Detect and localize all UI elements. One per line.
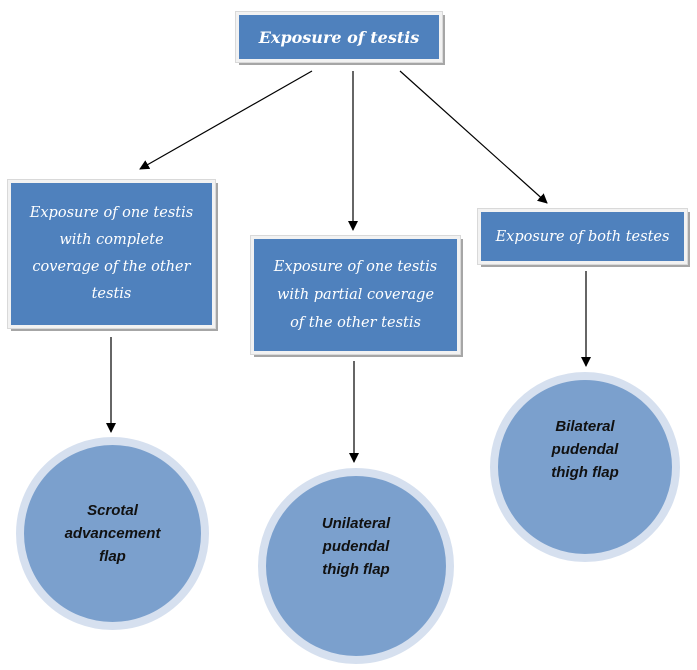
result-label-line: thigh flap <box>322 560 390 578</box>
category-node-complete-coverage: Exposure of one testis with complete cov… <box>7 179 216 329</box>
result-node-unilateral-pudendal-thigh-flap: Unilateral pudendal thigh flap <box>258 468 454 664</box>
arrow-root-to-right <box>399 70 548 204</box>
root-node-exposure-of-testis: Exposure of testis <box>235 11 443 63</box>
result-node-bilateral-pudendal-thigh-flap: Bilateral pudendal thigh flap <box>490 372 680 562</box>
result-label-line: thigh flap <box>551 463 619 481</box>
node-label-line: Exposure of both testes <box>495 228 670 245</box>
result-label-line: pudendal <box>322 537 390 555</box>
node-label-line: coverage of the other <box>32 259 191 275</box>
category-node-both-testes: Exposure of both testes <box>477 208 688 265</box>
node-label-line: Exposure of one testis <box>273 259 438 275</box>
node-label-line: with complete <box>59 232 164 248</box>
arrow-root-to-left <box>139 70 313 170</box>
result-label-line: Scrotal <box>87 502 138 519</box>
result-node-scrotal-advancement-flap: Scrotal advancement flap <box>16 437 209 630</box>
node-label-line: of the other testis <box>290 315 421 331</box>
node-label-line: Exposure of one testis <box>29 205 194 221</box>
root-node-label: Exposure of testis <box>258 27 420 47</box>
node-label-line: testis <box>91 286 132 302</box>
node-label-line: with partial coverage <box>276 287 435 303</box>
result-label-line: pudendal <box>551 440 619 458</box>
category-node-partial-coverage: Exposure of one testis with partial cove… <box>250 235 461 355</box>
result-label-line: flap <box>99 548 126 565</box>
result-label-line: Bilateral <box>555 417 615 435</box>
result-label-line: advancement <box>64 525 161 542</box>
result-label-line: Unilateral <box>321 514 391 532</box>
